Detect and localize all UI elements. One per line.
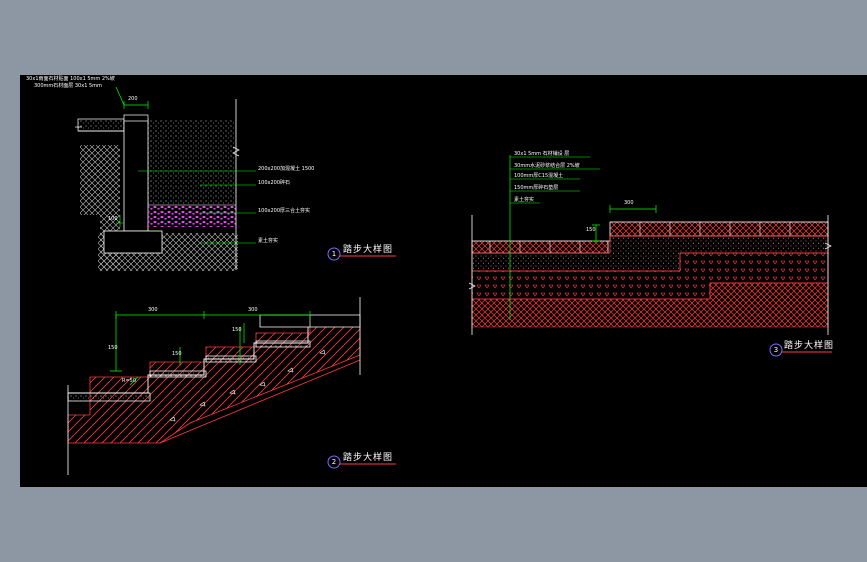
detail-1-layer-note-3: 100x200厚三合土夯实 [258, 208, 311, 214]
detail-3-note-1: 30x1 5mm 石材铺设 层 [514, 151, 570, 157]
detail-1-layer-note-1: 200x200加混凝土 1500 [258, 166, 315, 172]
detail-1-dim-1: 200 [128, 96, 138, 102]
detail-2-dim-3: 150 [232, 327, 242, 333]
detail-1-title-marker [327, 247, 396, 261]
detail-1-note-1: 30x1雨面石材贴面 100x1 5mm 2%坡 [26, 76, 115, 82]
cad-drawing-canvas: 30x1雨面石材贴面 100x1 5mm 2%坡 300mm石材面层 30x1 … [20, 75, 867, 487]
detail-3-title: 踏步大样图 [784, 341, 835, 351]
detail-2-dim-1: 300 [148, 307, 158, 313]
detail-3-dim-1: 300 [624, 200, 634, 206]
detail-1-note-2: 300mm石材面层 30x1 5mm [34, 83, 102, 89]
detail-1-number: 1 [331, 250, 337, 258]
detail-2-concrete-body [67, 321, 361, 444]
detail-2-title: 踏步大样图 [343, 453, 394, 463]
detail-3-dim-2: 150 [586, 227, 596, 233]
detail-2-title-marker [327, 455, 396, 469]
cad-drawing-svg [67, 86, 832, 475]
detail-2-dim-4: 150 [172, 351, 182, 357]
detail-1-wall [123, 118, 149, 232]
detail-2-dim-2: 300 [248, 307, 258, 313]
detail-1-section [75, 86, 256, 271]
detail-1-coping [123, 114, 149, 122]
detail-1-title: 踏步大样图 [343, 245, 394, 255]
detail-1-top-paving [77, 118, 125, 132]
detail-3-paving-lower [471, 240, 609, 254]
detail-1-layer-note-4: 素土夯实 [258, 238, 279, 244]
detail-3-number: 3 [773, 346, 779, 354]
detail-3-note-3: 100mm厚C15混凝土 [514, 173, 564, 179]
detail-1-layer-note-2: 100x200碎石 [258, 180, 291, 186]
detail-1-footing [103, 230, 163, 254]
detail-1-concrete [148, 119, 236, 205]
detail-1-gravel [148, 205, 236, 227]
detail-2-dim-6: R=50 [122, 378, 137, 384]
detail-3-note-2: 30mm水泥砂浆结合层 2%坡 [514, 163, 580, 169]
detail-3-section [468, 155, 832, 335]
detail-2-number: 2 [331, 458, 337, 466]
detail-3-paving-upper [609, 221, 829, 237]
detail-2-dim-5: 150 [108, 345, 118, 351]
detail-3-note-4: 150mm厚碎石垫层 [514, 185, 559, 191]
detail-3-title-marker [769, 343, 832, 357]
detail-1-dim-2: 100 [108, 216, 118, 222]
detail-3-note-5: 素土夯实 [514, 197, 535, 203]
detail-2-section [67, 297, 361, 475]
